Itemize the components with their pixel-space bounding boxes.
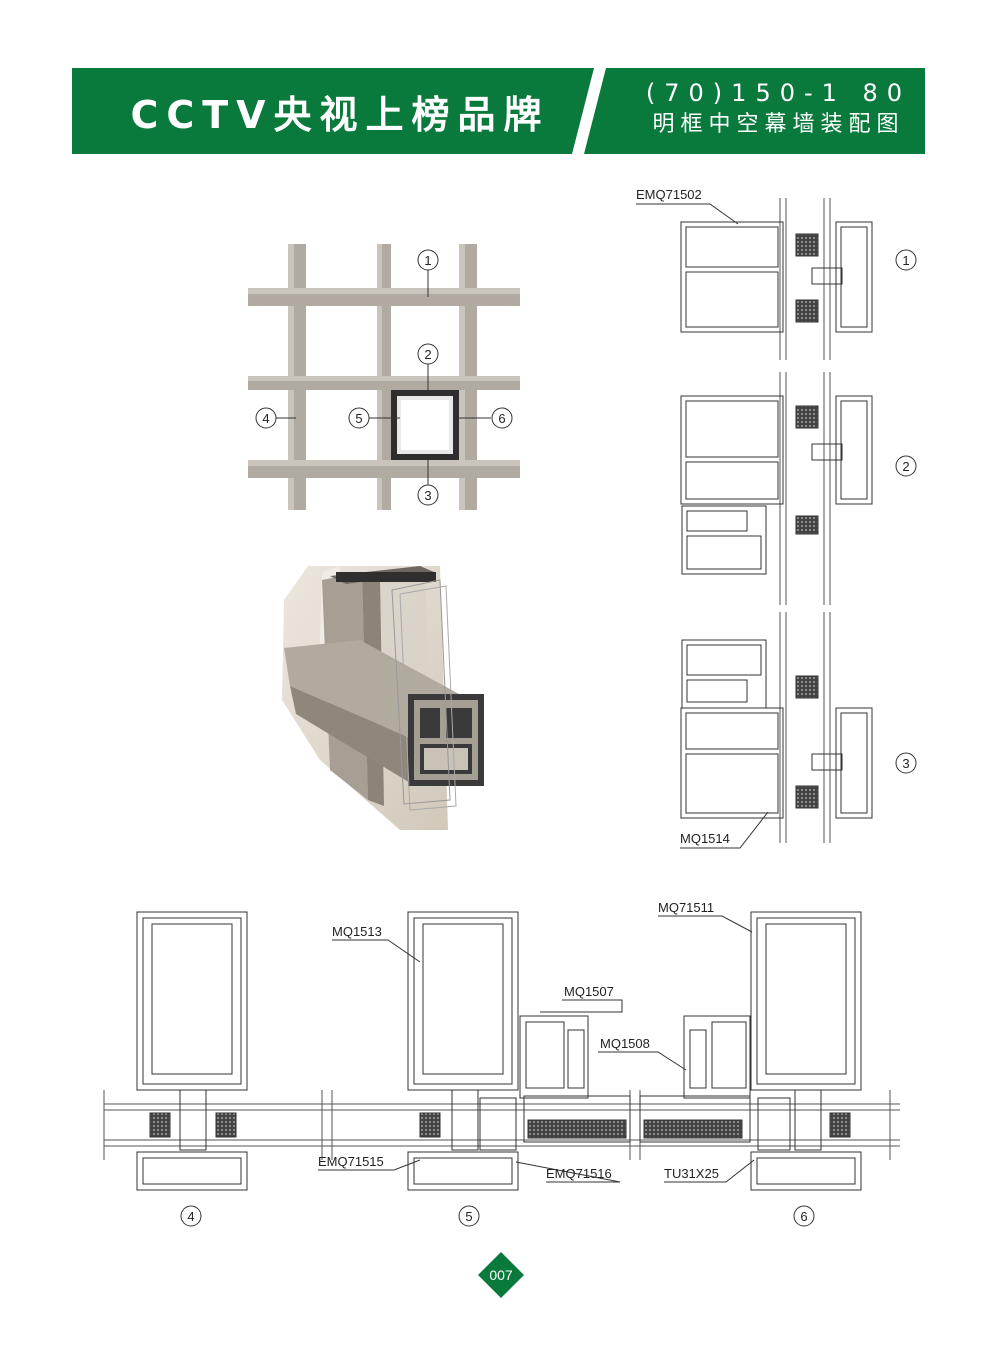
bottom-callout-4: 4 — [187, 1209, 194, 1224]
part-label-mq71511: MQ71511 — [658, 900, 714, 915]
grid-callout-6: 6 — [498, 411, 505, 426]
part-label-mq1508: MQ1508 — [600, 1036, 650, 1051]
part-label-tu31x25: TU31X25 — [664, 1166, 719, 1181]
vertical-section — [636, 198, 917, 849]
header-background — [72, 68, 925, 154]
page-number: 007 — [489, 1267, 513, 1283]
grid-callout-1: 1 — [424, 253, 431, 268]
section-callout-2: 2 — [902, 459, 909, 474]
bottom-callout-6: 6 — [800, 1209, 807, 1224]
part-label-emq71516: EMQ71516 — [546, 1166, 612, 1181]
grid-callout-3: 3 — [424, 488, 431, 503]
cutaway-render — [282, 566, 484, 830]
part-label-mq1507: MQ1507 — [564, 984, 614, 999]
bottom-callout-5: 5 — [465, 1209, 472, 1224]
section-callout-1: 1 — [902, 253, 909, 268]
header-banner: CCTV央视上榜品牌 (70)150-1 80 明框中空幕墙装配图 — [72, 68, 925, 154]
grid-callout-4: 4 — [262, 411, 269, 426]
grid-callout-2: 2 — [424, 347, 431, 362]
part-label-emq71515: EMQ71515 — [318, 1154, 384, 1169]
section-callout-3: 3 — [902, 756, 909, 771]
drawing-title: 明框中空幕墙装配图 — [652, 112, 905, 137]
grid-callout-5: 5 — [355, 411, 362, 426]
horizontal-sections — [103, 911, 900, 1227]
brand-title: CCTV央视上榜品牌 — [130, 92, 550, 137]
model-number: (70)150-1 80 — [645, 79, 912, 107]
part-label-mq1513: MQ1513 — [332, 924, 382, 939]
part-label-mq1514: MQ1514 — [680, 831, 730, 846]
grid-elevation: 1 2 3 4 5 6 — [248, 244, 520, 510]
part-label-emq71502: EMQ71502 — [636, 187, 702, 202]
page-number-badge — [478, 1252, 524, 1298]
